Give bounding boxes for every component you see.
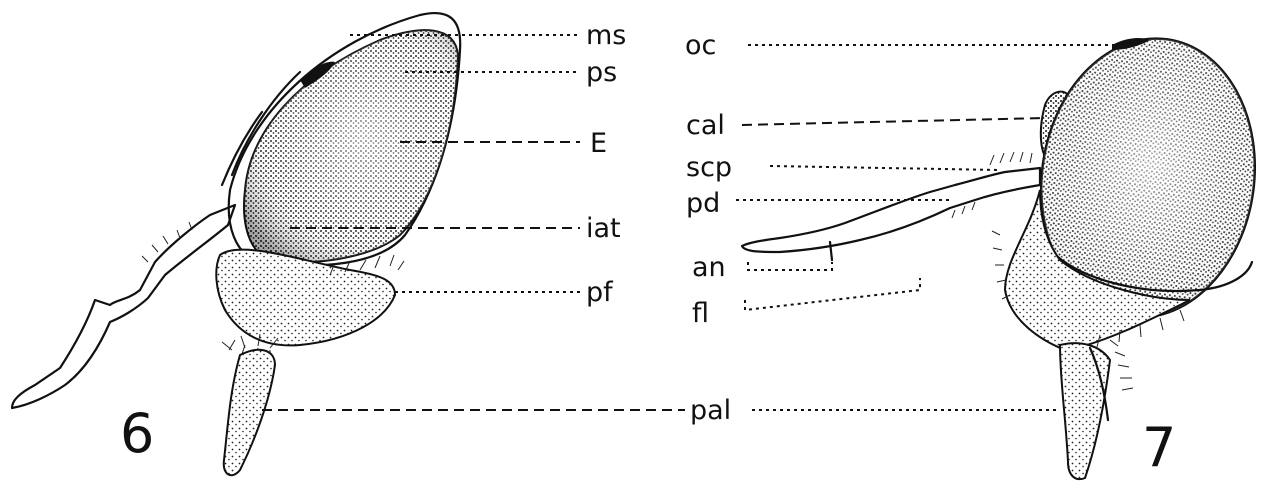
label-ms: ms (586, 20, 626, 51)
label-pal: pal (690, 395, 731, 426)
label-E: E (590, 128, 607, 159)
label-ps: ps (586, 57, 617, 88)
label-oc: oc (685, 30, 716, 61)
label-pd: pd (686, 188, 720, 219)
figure-6-head (12, 13, 460, 475)
figure-number-7: 7 (1142, 416, 1176, 479)
label-cal: cal (686, 110, 725, 141)
label-pf: pf (586, 277, 614, 308)
label-scp: scp (686, 152, 732, 183)
figure-number-6: 6 (120, 402, 154, 465)
label-an: an (692, 252, 726, 283)
label-iat: iat (586, 213, 621, 244)
label-fl: fl (692, 298, 709, 329)
